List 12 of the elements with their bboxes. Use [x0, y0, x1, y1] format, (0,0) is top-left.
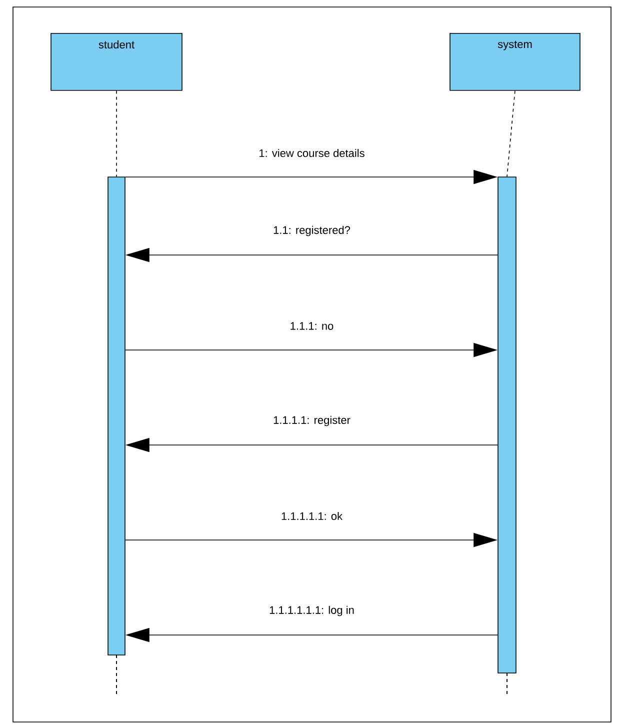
message-label: 1.1.1.1: register — [274, 416, 350, 426]
lifeline — [116, 90, 117, 177]
message-label: 1.1: registered? — [274, 226, 350, 236]
activation-bar — [498, 176, 516, 674]
lifeline-head-box: student — [50, 33, 182, 91]
activation-bar — [108, 176, 126, 656]
message-label: 1.1.1.1.1: ok — [282, 512, 343, 520]
message-label: 1: view course details — [260, 148, 364, 158]
message-label: 1.1.1: no — [290, 322, 334, 330]
lifeline-head-box: system — [450, 33, 580, 91]
lifeline — [506, 90, 516, 177]
message-label: 1.1.1.1.1.1: log in — [270, 606, 354, 616]
